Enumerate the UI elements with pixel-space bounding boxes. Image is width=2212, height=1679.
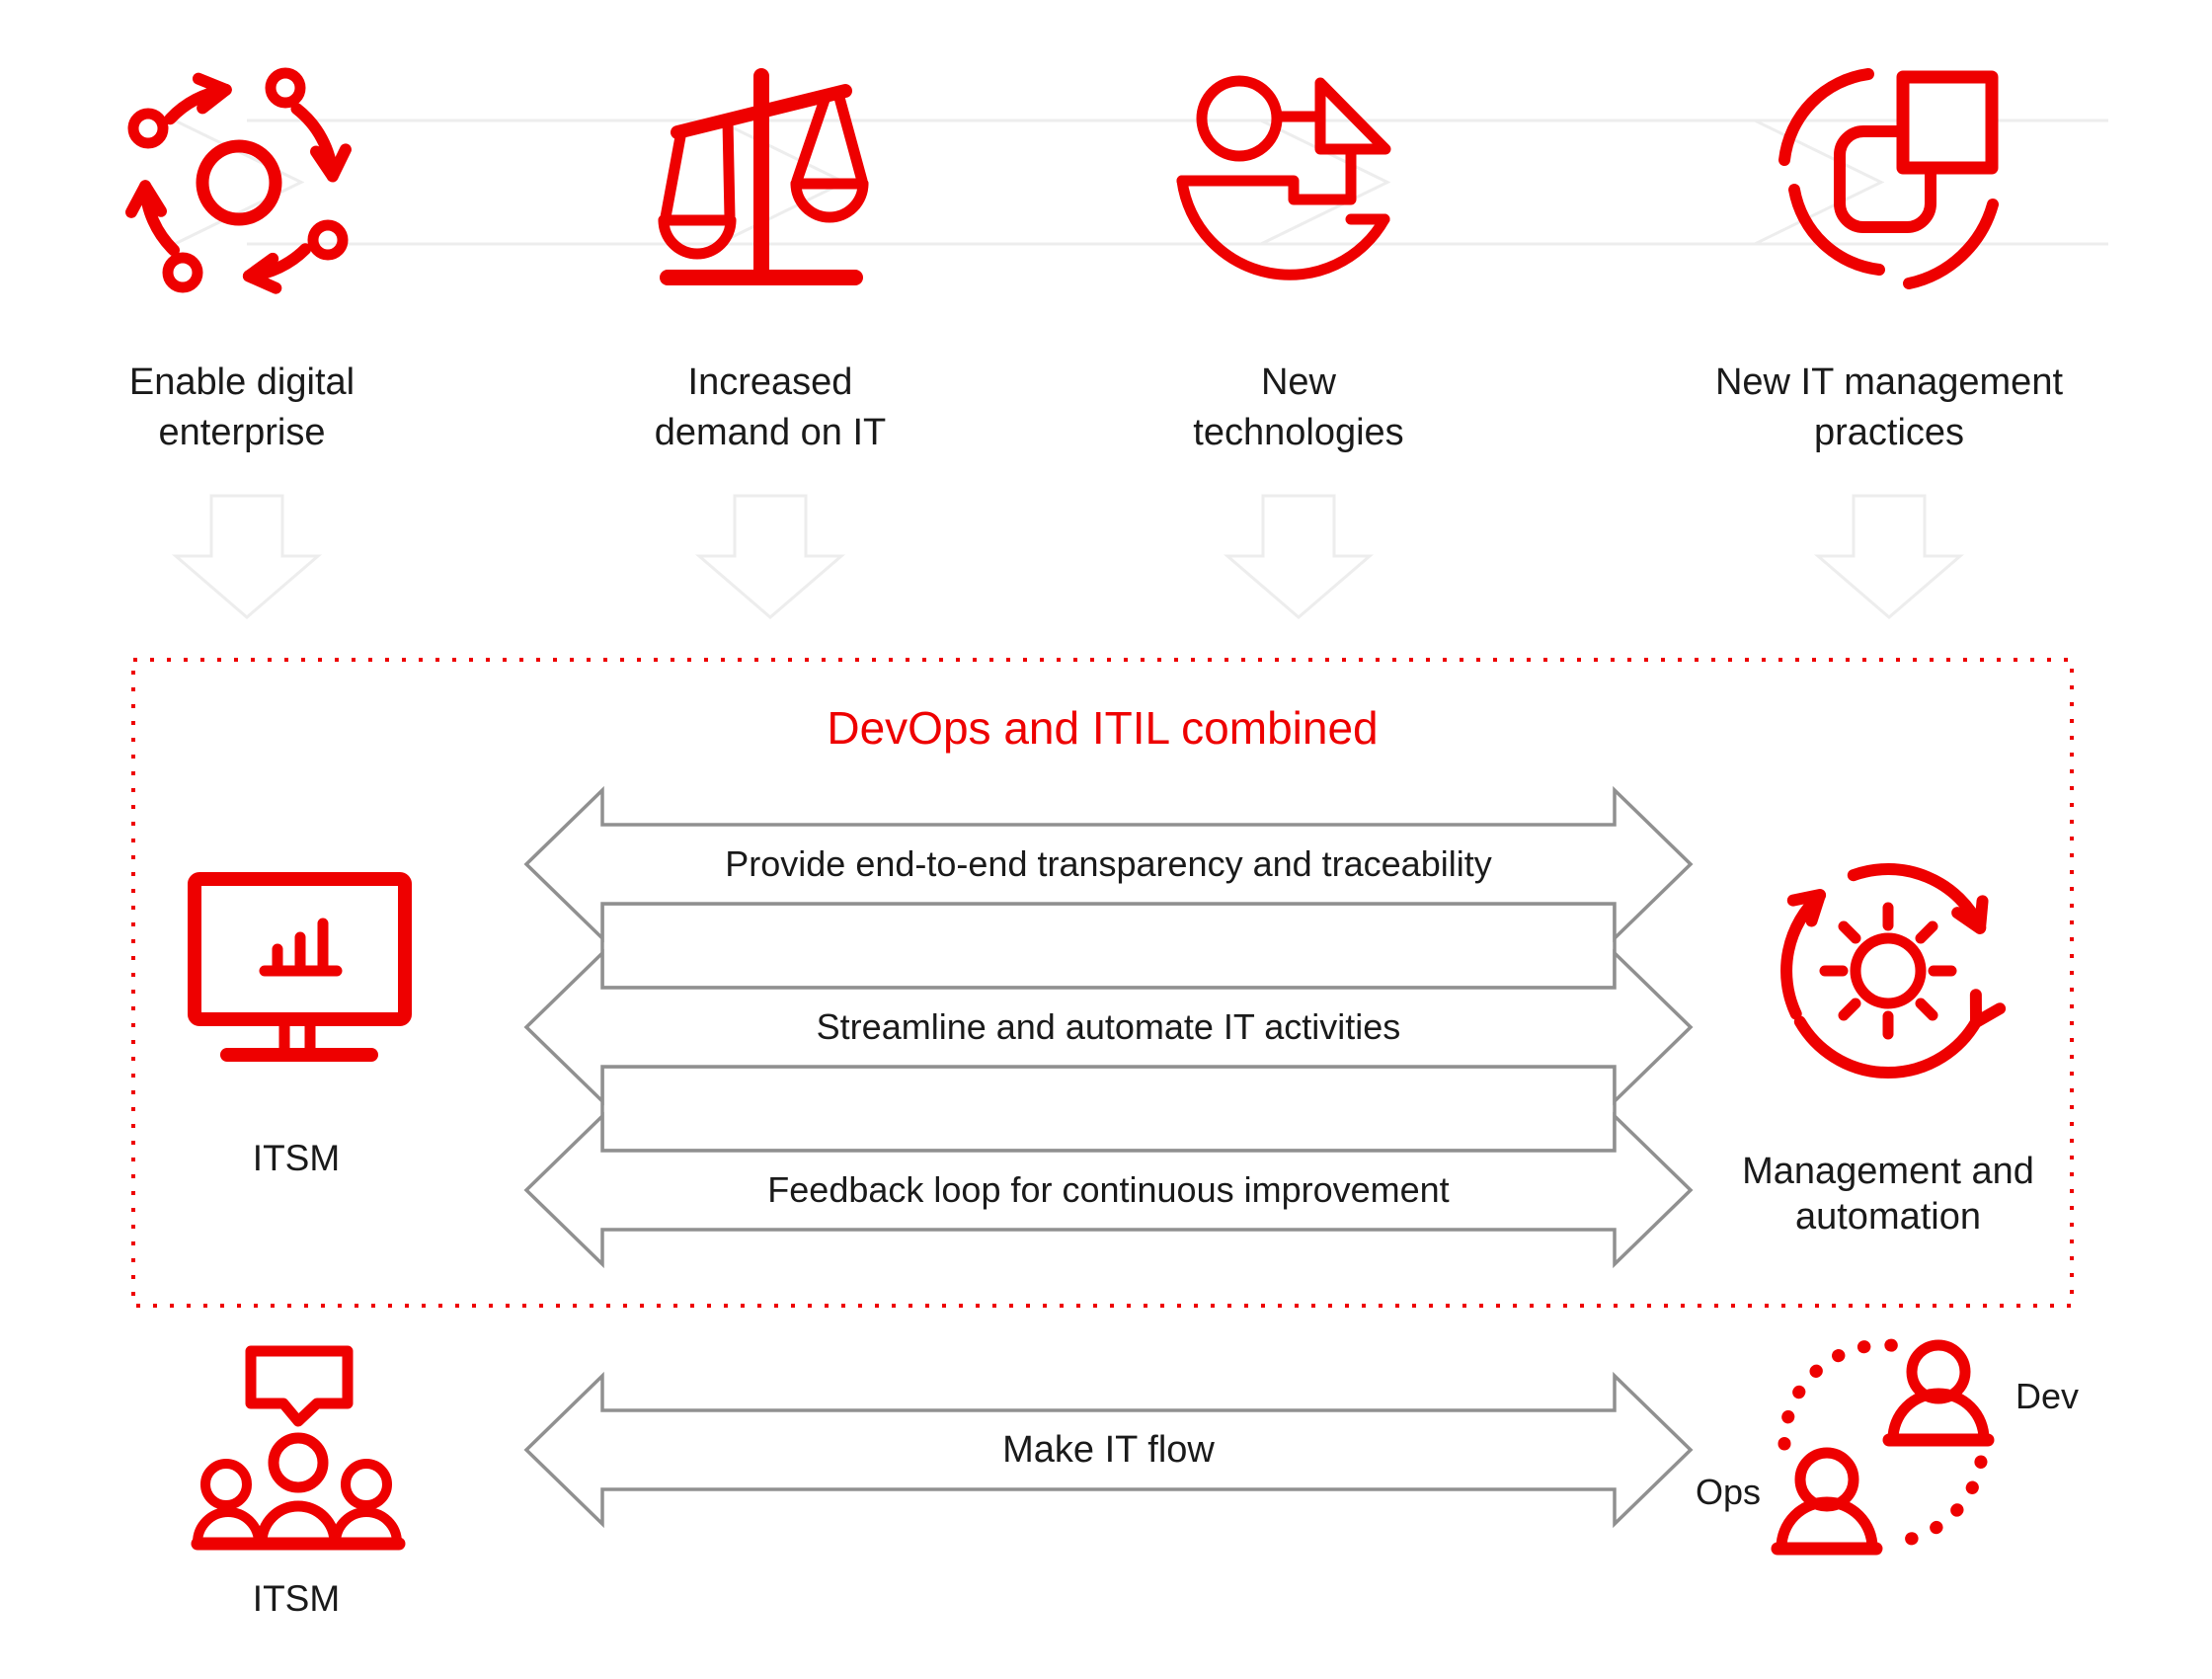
it-practices-icon <box>1778 68 1999 289</box>
dev-label: Dev <box>2014 1376 2080 1416</box>
monitor-chart-icon <box>188 872 412 1062</box>
box-title: DevOps and ITIL combined <box>827 702 1379 754</box>
label-new-technologies: New technologies <box>1071 358 1526 458</box>
label-increased-demand: Increased demand on IT <box>543 358 997 458</box>
label-line: automation <box>1794 1196 1981 1238</box>
dev-ops-people-icon <box>1771 1338 1995 1556</box>
label-line: demand on IT <box>654 412 887 453</box>
label-line: Enable digital <box>128 361 356 403</box>
label-line: New IT management <box>1714 361 2064 403</box>
arrow-label-transparency: Provide end-to-end transparency and trac… <box>725 843 1492 884</box>
label-line: enterprise <box>158 412 326 453</box>
gear-cycle-icon <box>1780 863 2007 1079</box>
ops-label: Ops <box>1695 1472 1762 1512</box>
make-it-flow-label: Make IT flow <box>1002 1428 1215 1471</box>
make-it-flow-arrow <box>523 1371 1694 1529</box>
label-line: Increased <box>687 361 853 403</box>
scales-icon <box>658 68 869 285</box>
label-line: Management and <box>1742 1151 2034 1192</box>
down-arrows-decoration <box>171 494 1965 619</box>
double-arrows-graphic <box>523 785 1694 1269</box>
arrow-label-feedback: Feedback loop for continuous improvement <box>767 1169 1450 1210</box>
label-line: practices <box>1813 412 1965 453</box>
management-automation-label: Management and automation <box>1661 1149 2115 1239</box>
arrow-label-streamline: Streamline and automate IT activities <box>816 1006 1401 1047</box>
itsm-label-bottom: ITSM <box>252 1578 341 1619</box>
label-line: technologies <box>1193 412 1404 453</box>
label-enable-digital: Enable digital enterprise <box>15 358 469 458</box>
label-it-practices: New IT management practices <box>1662 358 2116 458</box>
people-discussion-icon <box>191 1345 406 1551</box>
label-line: New <box>1260 361 1337 403</box>
itsm-label-top: ITSM <box>252 1138 341 1178</box>
cycle-icon <box>125 67 352 294</box>
new-technologies-icon <box>1176 75 1391 280</box>
